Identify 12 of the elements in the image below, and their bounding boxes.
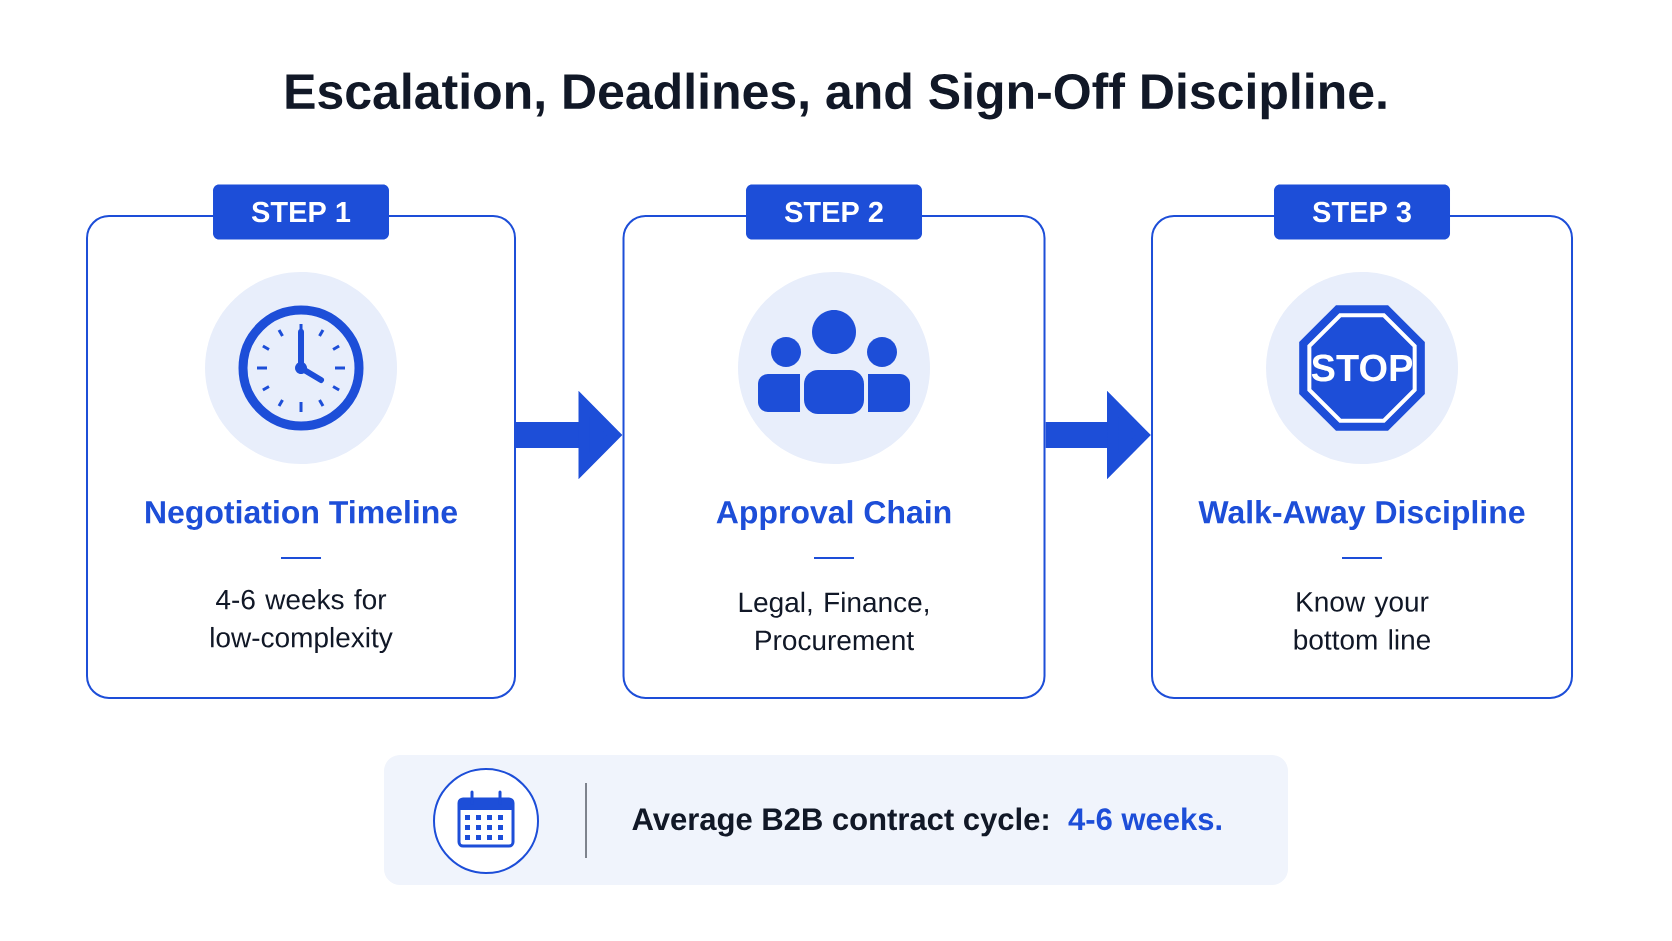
summary-bar: [384, 755, 1288, 885]
card-heading: Negotiation Timeline: [146, 500, 457, 530]
card-description: 4-6 weeks for low-complexity: [211, 588, 393, 654]
step-badge: STEP 3: [1274, 184, 1450, 240]
card-description: Know your bottom line: [1294, 592, 1430, 650]
card-heading: Walk-Away Discipline: [1198, 500, 1525, 530]
summary-text: Average B2B contract cycle: 4-6 weeks.: [632, 807, 1221, 837]
card-description: Legal, Finance, Procurement: [739, 591, 928, 651]
step-badge: STEP 1: [213, 184, 389, 240]
step-badge: STEP 2: [746, 184, 922, 240]
title: Escalation, Deadlines, and Sign-Off Discipline.: [286, 72, 1386, 120]
card-heading: Approval Chain: [716, 500, 951, 530]
